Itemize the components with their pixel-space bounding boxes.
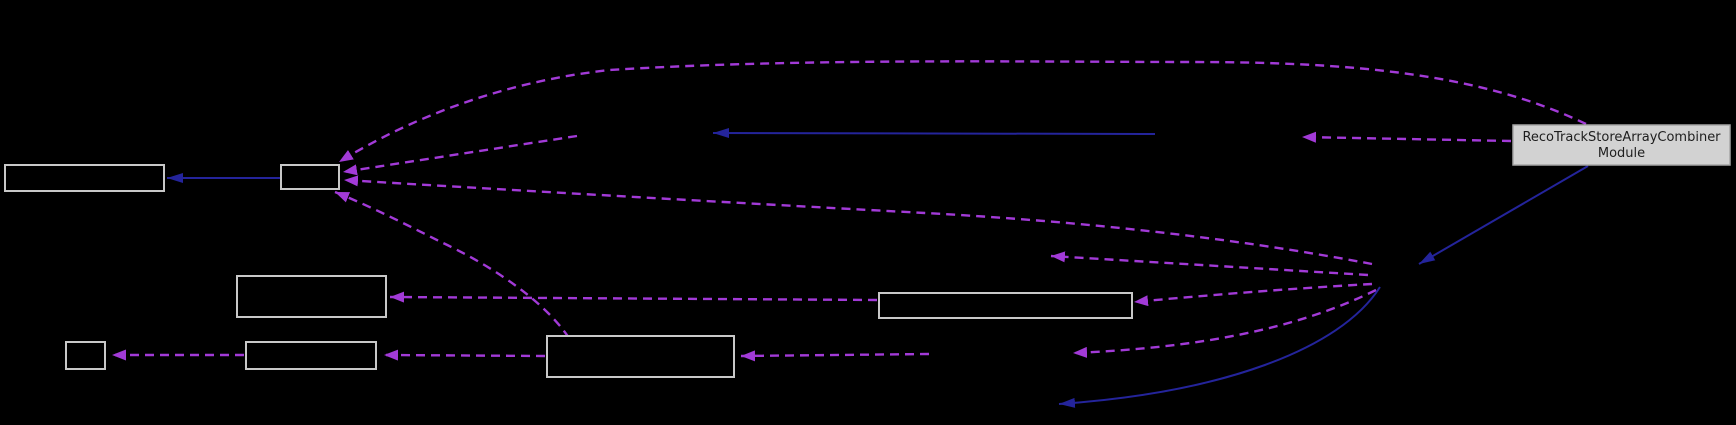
graph-node-2[interactable] [280, 164, 340, 190]
graph-node-5[interactable] [65, 341, 106, 370]
edge-hub-to-node4 [1133, 282, 1373, 307]
graph-node-3[interactable] [236, 275, 387, 318]
graph-node-7[interactable] [546, 335, 735, 378]
edges-layer [112, 60, 1589, 408]
edge-hidden1-to-node2 [342, 134, 578, 176]
edge-hub-down-curve [1058, 286, 1381, 408]
graph-node-1[interactable] [4, 164, 165, 192]
edge-hub-to-node2 [343, 175, 1373, 266]
edge-main-to-hub [1418, 165, 1589, 265]
main-node-label-line1: RecoTrackStoreArrayCombiner [1522, 130, 1721, 145]
graph-node-4[interactable] [878, 292, 1133, 319]
main-node-label-line2: Module [1598, 146, 1645, 161]
edge-hub-to-hidden3 [1072, 288, 1377, 358]
edge-node4-to-node3 [389, 291, 878, 303]
main-node-box[interactable] [1512, 124, 1731, 166]
nodes-layer [4, 164, 1133, 378]
edge-node7-to-node6 [383, 349, 546, 361]
main-node[interactable]: RecoTrackStoreArrayCombiner Module [1512, 124, 1731, 166]
edge-hidden2-to-hidden1 [712, 128, 1156, 139]
graph-node-6[interactable] [245, 341, 377, 370]
edge-main-to-node2-top-curve [338, 60, 1587, 164]
edge-hub-to-hidden4 [1050, 251, 1369, 277]
edge-main-to-hidden2 [1301, 131, 1512, 143]
edge-hidden3-to-node7 [740, 350, 930, 362]
